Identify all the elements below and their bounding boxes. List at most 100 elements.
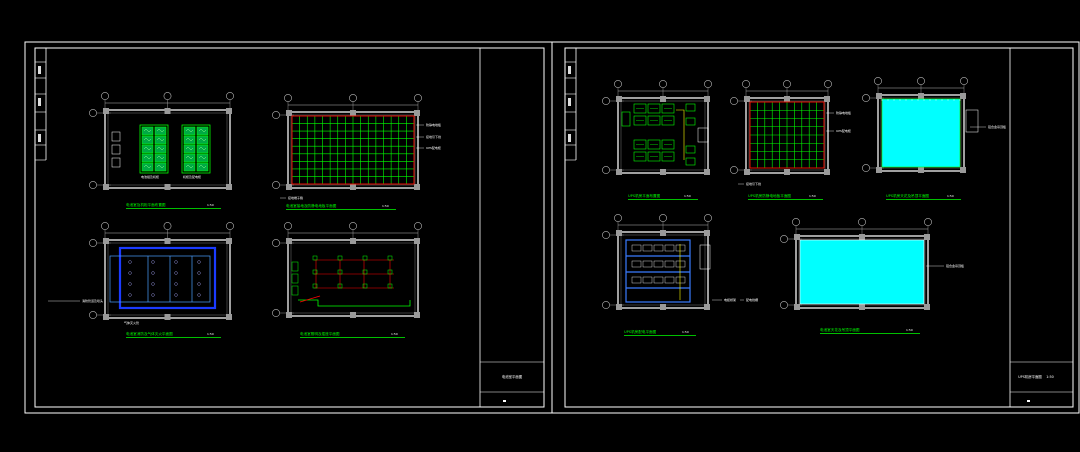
axis-bubble <box>602 97 610 105</box>
structural-column <box>744 96 750 102</box>
ups-cabinet <box>647 103 661 114</box>
sheet-2-inner-border <box>564 47 1074 408</box>
equipment-outline <box>631 276 642 284</box>
drawing-title: 电池室接地及防静电地板平面图 <box>286 203 337 208</box>
axis-bubble <box>824 80 832 88</box>
equipment-outline <box>653 244 664 252</box>
battery-cell <box>183 126 196 136</box>
structural-column <box>859 304 865 310</box>
structural-column <box>103 108 109 114</box>
annotation-note: 铝合金吊顶板 <box>988 124 1006 129</box>
structural-column <box>660 96 666 102</box>
drawing-scale: 1:50 <box>207 332 214 336</box>
ups-cabinet <box>633 103 647 114</box>
structural-column <box>286 184 292 190</box>
annotation-note: UPS配电柜 <box>426 145 441 150</box>
stair <box>699 244 711 270</box>
axis-bubble <box>89 239 97 247</box>
structural-column <box>103 184 109 190</box>
light-fixture <box>387 269 393 275</box>
structural-column <box>616 96 622 102</box>
light-fixture <box>312 269 318 275</box>
axis-bubble <box>704 214 712 222</box>
battery-cell-symbol <box>156 146 165 151</box>
structural-column <box>794 304 800 310</box>
power-feeder <box>298 299 411 307</box>
ups-cabinet <box>661 103 675 114</box>
drawing-scale: 1:50 <box>382 204 389 208</box>
equipment-outline <box>664 276 675 284</box>
sheet-2-scale-label: 1:50 <box>1046 375 1054 379</box>
annotation-note: 气体灭火管 <box>124 320 139 325</box>
ground-loop <box>291 115 415 185</box>
drawing-scale: 1:50 <box>684 194 691 198</box>
ups-room-ceiling-plan[interactable]: 铝合金吊顶板 UPS机房天花及吊顶平面图 1:50 <box>862 77 1006 200</box>
battery-cell-symbol <box>185 137 194 142</box>
equipment-outline <box>675 260 686 268</box>
battery-cell-symbol <box>143 128 152 133</box>
battery-cell <box>154 144 167 154</box>
annotation-note: 配电线槽 <box>746 297 758 302</box>
battery-cell-symbol <box>143 164 152 169</box>
drawing-title: 电池室天花及吊顶平面图 <box>820 327 860 332</box>
equipment-outline <box>653 260 664 268</box>
drawing-title: UPS机房天花及吊顶平面图 <box>886 193 929 198</box>
drawing-scale: 1:50 <box>947 194 954 198</box>
sheet-2-left-strip <box>565 48 577 161</box>
structural-column <box>704 304 710 310</box>
axis-bubble <box>89 311 97 319</box>
axis-bubble <box>349 222 357 230</box>
sheet-1-inner-border <box>34 47 545 408</box>
axis-bubble <box>284 94 292 102</box>
sheet-1-left-strip <box>35 48 47 161</box>
drawing-title: 电池室及机柜平面布置图 <box>126 202 166 207</box>
ups-cabinet <box>647 115 661 126</box>
axis-bubble <box>614 80 622 88</box>
equipment-outline <box>664 244 675 252</box>
structural-column <box>350 184 356 190</box>
structural-column <box>286 238 292 244</box>
battery-cell <box>141 135 154 145</box>
battery-cell <box>183 153 196 163</box>
sheet-1-title-label: 电池室平面图 <box>502 374 523 379</box>
axis-bubble <box>730 97 738 105</box>
structural-column <box>660 169 666 175</box>
distribution-cabinet <box>685 145 696 154</box>
axis-bubble <box>704 80 712 88</box>
battery-cell <box>196 144 209 154</box>
sheet-1-title-block: 电池室平面图 <box>479 48 544 407</box>
axis-bubble <box>89 181 97 189</box>
battery-cell-symbol <box>198 128 207 133</box>
cable-tray-loop <box>625 239 691 303</box>
axis-bubble <box>602 166 610 174</box>
battery-cell <box>141 144 154 154</box>
axis-bubble <box>414 222 422 230</box>
annotation-note: 电缆桥架 <box>724 297 736 302</box>
structural-column <box>226 108 232 114</box>
structural-column <box>286 110 292 116</box>
structural-column <box>164 108 171 114</box>
structural-column <box>103 238 109 244</box>
structural-column <box>350 110 356 116</box>
drawing-title: UPS机房配电平面图 <box>624 329 657 334</box>
sprinkler-head <box>128 260 132 264</box>
equipment-outline <box>642 260 653 268</box>
structural-column <box>918 93 924 99</box>
drawing-scale: 1:50 <box>391 332 398 336</box>
feeder-connection <box>299 295 321 303</box>
battery-cell-symbol <box>156 155 165 160</box>
battery-cell <box>183 135 196 145</box>
structural-column <box>960 93 966 99</box>
